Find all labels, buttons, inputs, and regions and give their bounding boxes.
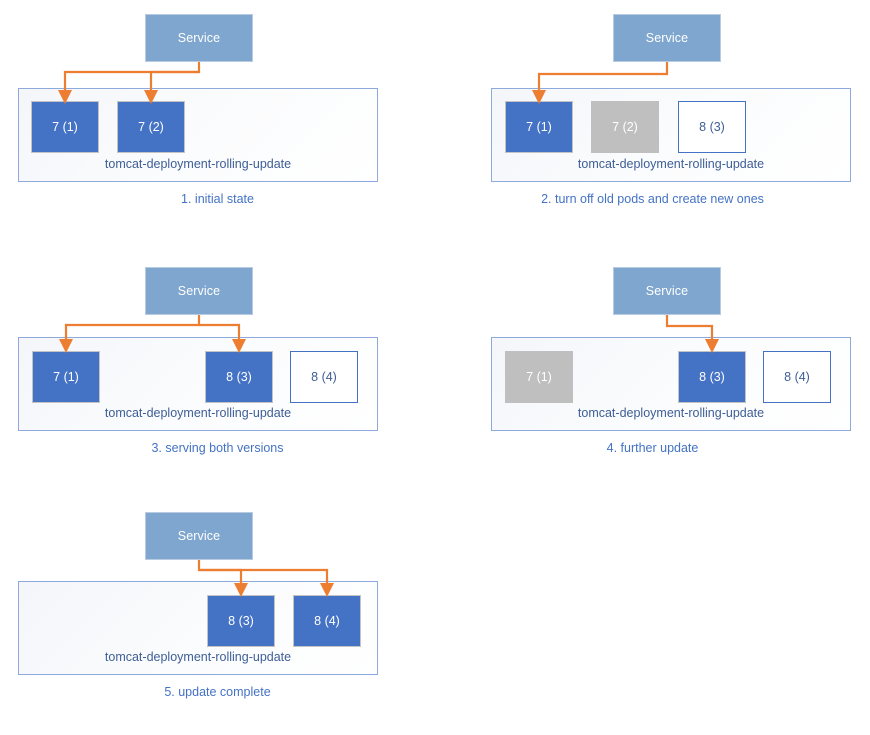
pod-label: 8 (3) (699, 370, 725, 384)
stage-1: Service tomcat-deployment-rolling-update… (0, 0, 435, 240)
pod-label: 8 (4) (311, 370, 337, 384)
service-label: Service (177, 31, 221, 45)
pod-label: 8 (4) (784, 370, 810, 384)
deployment-label: tomcat-deployment-rolling-update (577, 157, 765, 171)
pod-7-2[interactable]: 7 (2) (591, 101, 659, 153)
pod-7-1[interactable]: 7 (1) (32, 351, 100, 403)
service-node[interactable]: Service (613, 267, 721, 315)
pod-7-1[interactable]: 7 (1) (31, 101, 99, 153)
stage-2: Service tomcat-deployment-rolling-update… (435, 0, 870, 240)
deployment-label: tomcat-deployment-rolling-update (104, 157, 292, 171)
pod-label: 7 (1) (526, 370, 552, 384)
pod-label: 7 (2) (612, 120, 638, 134)
deployment-label: tomcat-deployment-rolling-update (104, 406, 292, 420)
service-label: Service (177, 284, 221, 298)
stage-5: Service tomcat-deployment-rolling-update… (0, 495, 435, 735)
stage-caption: 5. update complete (164, 685, 271, 699)
service-node[interactable]: Service (145, 267, 253, 315)
pod-label: 8 (4) (314, 614, 340, 628)
stage-caption: 3. serving both versions (151, 441, 284, 455)
service-label: Service (645, 284, 689, 298)
pod-label: 7 (2) (138, 120, 164, 134)
stage-caption: 2. turn off old pods and create new ones (541, 192, 764, 206)
pod-7-1[interactable]: 7 (1) (505, 351, 573, 403)
pod-label: 8 (3) (699, 120, 725, 134)
pod-label: 7 (1) (526, 120, 552, 134)
service-node[interactable]: Service (145, 512, 253, 560)
pod-7-2[interactable]: 7 (2) (117, 101, 185, 153)
pod-8-4[interactable]: 8 (4) (763, 351, 831, 403)
stage-caption: 1. initial state (181, 192, 254, 206)
pod-8-3[interactable]: 8 (3) (678, 101, 746, 153)
pod-8-4[interactable]: 8 (4) (293, 595, 361, 647)
pod-label: 8 (3) (226, 370, 252, 384)
service-node[interactable]: Service (613, 14, 721, 62)
stage-caption: 4. further update (606, 441, 699, 455)
pod-label: 7 (1) (53, 370, 79, 384)
pod-7-1[interactable]: 7 (1) (505, 101, 573, 153)
service-label: Service (177, 529, 221, 543)
deployment-label: tomcat-deployment-rolling-update (577, 406, 765, 420)
service-node[interactable]: Service (145, 14, 253, 62)
pod-8-3[interactable]: 8 (3) (207, 595, 275, 647)
pod-8-3[interactable]: 8 (3) (205, 351, 273, 403)
pod-label: 8 (3) (228, 614, 254, 628)
deployment-label: tomcat-deployment-rolling-update (104, 650, 292, 664)
stage-3: Service tomcat-deployment-rolling-update… (0, 255, 435, 495)
pod-8-4[interactable]: 8 (4) (290, 351, 358, 403)
stage-4: Service tomcat-deployment-rolling-update… (435, 255, 870, 495)
service-label: Service (645, 31, 689, 45)
pod-8-3[interactable]: 8 (3) (678, 351, 746, 403)
pod-label: 7 (1) (52, 120, 78, 134)
